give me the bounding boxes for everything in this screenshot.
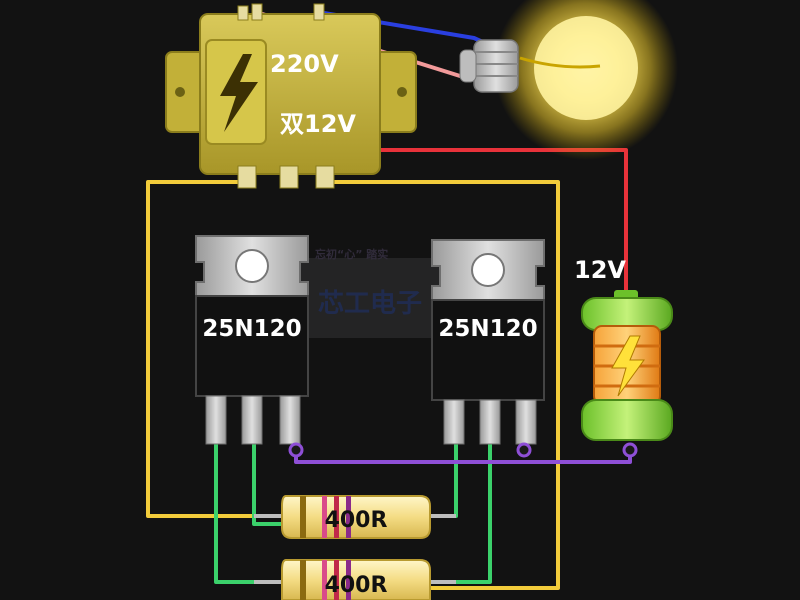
transformer-terminal-top-3: [313, 3, 325, 21]
mount-hole-right: [397, 87, 407, 97]
watermark-panel: [300, 258, 450, 338]
resistor-1-band-1: [300, 496, 306, 538]
battery-cap-bottom: [581, 399, 673, 441]
transistor-2-label: 25N120: [438, 316, 537, 342]
resistor-2-body: [281, 559, 431, 600]
watermark-line1: 忘初“心” 踏实: [315, 247, 388, 261]
transistor-2: 25N120: [431, 239, 545, 445]
watermark-line2: 芯工电子: [318, 289, 422, 319]
battery-label: 12V: [574, 256, 626, 284]
transistor-1-lead-1: [205, 395, 227, 445]
lightning-bolt-icon: [220, 54, 258, 132]
wire-purple: [294, 450, 632, 464]
transformer-terminal-bottom-2: [279, 165, 299, 189]
resistor-2-band-4: [346, 560, 351, 600]
transformer-terminal-top-1: [237, 5, 249, 21]
resistor-1-label: 400R: [325, 508, 388, 533]
transistor-2-lead-3: [515, 399, 537, 445]
transistor-1: 25N120: [195, 235, 309, 445]
transistor-1-lead-2: [241, 395, 263, 445]
transistor-1-label: 25N120: [202, 316, 301, 342]
transformer-secondary-label: 双12V: [280, 110, 356, 138]
watermark: 忘初“心” 踏实 芯工电子: [300, 247, 450, 338]
transformer-terminal-bottom-3: [315, 165, 335, 189]
wire-yellow-right: [318, 180, 560, 590]
battery: 12V: [574, 256, 673, 441]
resistor-1-band-4: [346, 496, 351, 538]
resistor-1-band-3: [334, 496, 339, 538]
transistor-1-lead-3: [279, 395, 301, 445]
bulb-base: [459, 39, 519, 93]
resistor-2-band-2: [322, 560, 327, 600]
bulb-filament: [519, 56, 601, 69]
resistor-2-band-1: [300, 560, 306, 600]
mount-hole-left: [175, 87, 185, 97]
transformer-terminal-top-2: [251, 3, 263, 21]
resistor-1-band-2: [322, 496, 327, 538]
resistor-2-band-3: [334, 560, 339, 600]
transistor-2-hole: [471, 253, 505, 287]
resistor-1: 400R: [254, 495, 456, 539]
lead-rings: [288, 442, 638, 458]
wire-green-1: [214, 438, 284, 584]
lightning-bolt-icon: [611, 335, 645, 397]
transistor-1-hole: [235, 249, 269, 283]
light-bulb: [459, 0, 678, 160]
transformer-terminal-bottom-1: [237, 165, 257, 189]
transistor-1-body: [195, 295, 309, 397]
resistor-2: 400R: [254, 559, 456, 600]
transistor-2-body: [431, 299, 545, 401]
wire-green-2: [252, 438, 284, 526]
transistor-2-lead-2: [479, 399, 501, 445]
resistor-1-body: [281, 495, 431, 539]
transistor-2-lead-1: [443, 399, 465, 445]
transformer-primary-label: 220V: [270, 50, 339, 78]
transformer: 220V 双12V: [165, 3, 417, 189]
resistor-2-label: 400R: [325, 573, 388, 598]
